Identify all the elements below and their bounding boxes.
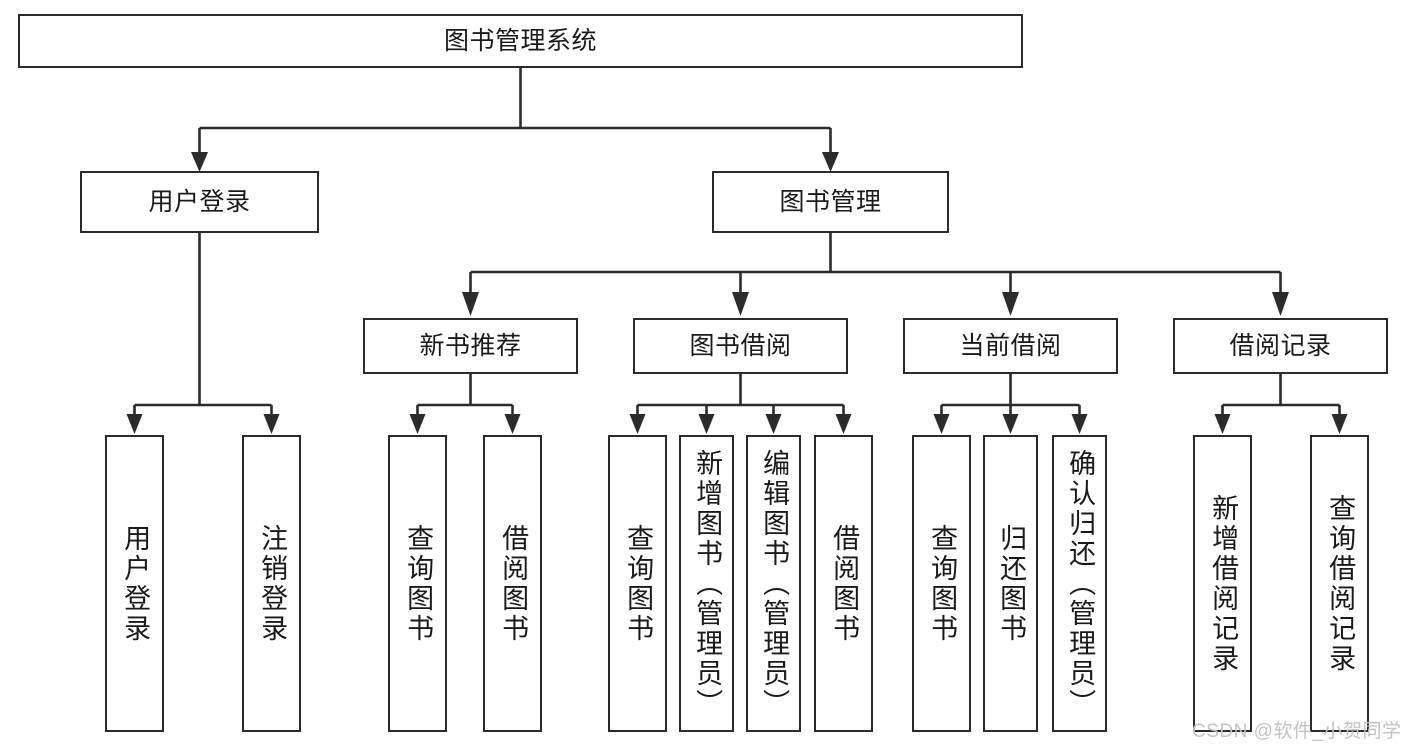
leaf-user-login[interactable]: 用户登录 — [105, 435, 164, 732]
node-label: 借阅图书 — [829, 523, 860, 644]
node-label: 图书管理系统 — [443, 26, 597, 55]
leaf-query-book-recommend[interactable]: 查询图书 — [388, 435, 447, 732]
node-label: 新增图书（管理员） — [692, 448, 723, 719]
leaf-confirm-return-admin[interactable]: 确认归还（管理员） — [1052, 435, 1107, 732]
node-label: 图书借阅 — [689, 331, 792, 360]
node-label: 注销登录 — [257, 523, 288, 644]
node-current-borrow[interactable]: 当前借阅 — [903, 318, 1118, 374]
node-label: 查询图书 — [403, 523, 434, 644]
leaf-borrow-book[interactable]: 借阅图书 — [814, 435, 873, 732]
node-label: 用户登录 — [148, 187, 251, 216]
node-label: 查询图书 — [623, 523, 654, 644]
node-label: 用户登录 — [120, 523, 151, 644]
leaf-query-book-current[interactable]: 查询图书 — [912, 435, 971, 732]
node-label: 新增借阅记录 — [1208, 493, 1239, 674]
leaf-query-book-borrow[interactable]: 查询图书 — [608, 435, 667, 732]
leaf-return-book[interactable]: 归还图书 — [983, 435, 1038, 732]
csdn-watermark: CSDN @软件_小贺同学 — [1192, 721, 1402, 742]
node-label: 查询图书 — [927, 523, 958, 644]
node-new-book-recommend[interactable]: 新书推荐 — [363, 318, 578, 374]
leaf-logout-login[interactable]: 注销登录 — [242, 435, 301, 732]
leaf-add-book-admin[interactable]: 新增图书（管理员） — [679, 435, 734, 732]
node-book-management[interactable]: 图书管理 — [712, 171, 949, 233]
node-label: 借阅图书 — [498, 523, 529, 644]
node-label: 新书推荐 — [419, 331, 522, 360]
node-label: 借阅记录 — [1229, 331, 1332, 360]
node-label: 查询借阅记录 — [1325, 493, 1356, 674]
node-label: 图书管理 — [779, 187, 882, 216]
leaf-edit-book-admin[interactable]: 编辑图书（管理员） — [746, 435, 801, 732]
node-book-borrow[interactable]: 图书借阅 — [633, 318, 848, 374]
node-borrow-record[interactable]: 借阅记录 — [1173, 318, 1388, 374]
node-user-login[interactable]: 用户登录 — [80, 171, 319, 233]
node-label: 当前借阅 — [959, 331, 1062, 360]
node-label: 确认归还（管理员） — [1065, 448, 1096, 719]
node-label: 编辑图书（管理员） — [759, 448, 790, 719]
leaf-query-borrow-record[interactable]: 查询借阅记录 — [1310, 435, 1369, 732]
node-label: 归还图书 — [996, 523, 1027, 644]
node-root-system[interactable]: 图书管理系统 — [18, 14, 1023, 68]
leaf-add-borrow-record[interactable]: 新增借阅记录 — [1193, 435, 1252, 732]
leaf-borrow-book-recommend[interactable]: 借阅图书 — [483, 435, 542, 732]
